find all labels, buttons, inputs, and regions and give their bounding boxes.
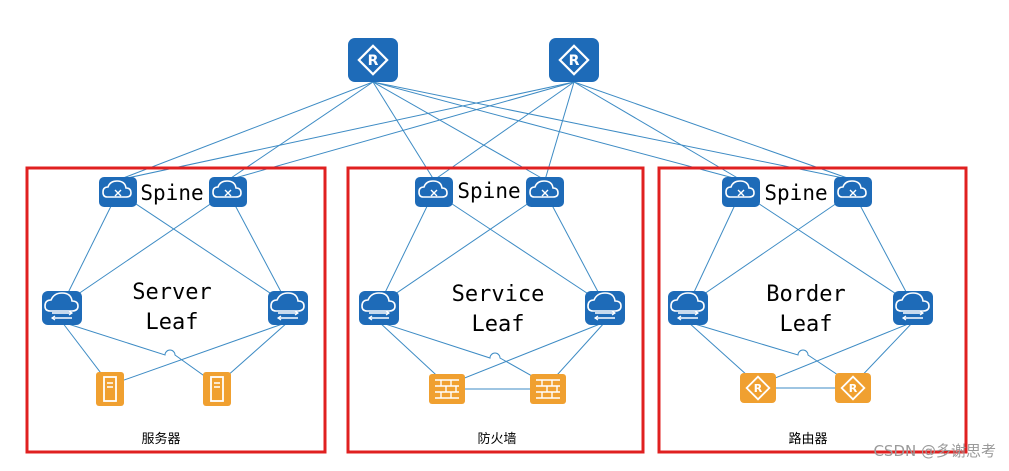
spine-switch-icon	[721, 176, 761, 208]
leaf-switch-icon	[41, 290, 83, 326]
leaf-label-line1: Border	[766, 282, 845, 307]
device-label: 服务器	[141, 431, 180, 447]
spine-label: Spine	[764, 181, 827, 205]
spine-switch-icon	[833, 176, 873, 208]
pod-service: Spine Service Leaf 防火墙	[346, 166, 645, 454]
leaf-label-line2: Leaf	[472, 312, 525, 337]
firewall-icon	[529, 373, 567, 405]
pod-border	[657, 166, 968, 454]
spine-label: Spine	[140, 181, 203, 205]
leaf-switch-icon	[584, 290, 626, 326]
leaf-label-line1: Service	[452, 282, 545, 307]
spine-switch-icon	[208, 176, 248, 208]
core-router-icon	[346, 36, 400, 84]
spine-label: Spine	[457, 179, 520, 203]
leaf-switch-icon	[892, 290, 934, 326]
firewall-icon	[428, 373, 466, 405]
device-label: 防火墙	[477, 431, 516, 447]
spine-switch-icon	[98, 176, 138, 208]
leaf-switch-icon	[667, 290, 709, 326]
router-icon	[739, 372, 777, 404]
leaf-label-line2: Leaf	[146, 310, 199, 335]
pod-border	[25, 166, 327, 454]
server-icon	[95, 371, 125, 407]
watermark: CSDN @多谢思考	[873, 442, 996, 460]
leaf-switch-icon	[358, 290, 400, 326]
pod-border	[346, 166, 645, 454]
router-icon	[834, 372, 872, 404]
pod-border-leaf: Spine Border Leaf 路由器	[657, 166, 968, 454]
spine-switch-icon	[414, 176, 454, 208]
core-links	[117, 81, 854, 181]
core-router-icon	[547, 36, 601, 84]
device-label: 路由器	[788, 431, 827, 447]
pod-server: Spine Server Leaf 服务器	[25, 166, 327, 454]
spine-switch-icon	[525, 176, 565, 208]
leaf-switch-icon	[267, 290, 309, 326]
server-icon	[202, 371, 232, 407]
leaf-label-line1: Server	[132, 280, 211, 305]
leaf-label-line2: Leaf	[780, 312, 833, 337]
